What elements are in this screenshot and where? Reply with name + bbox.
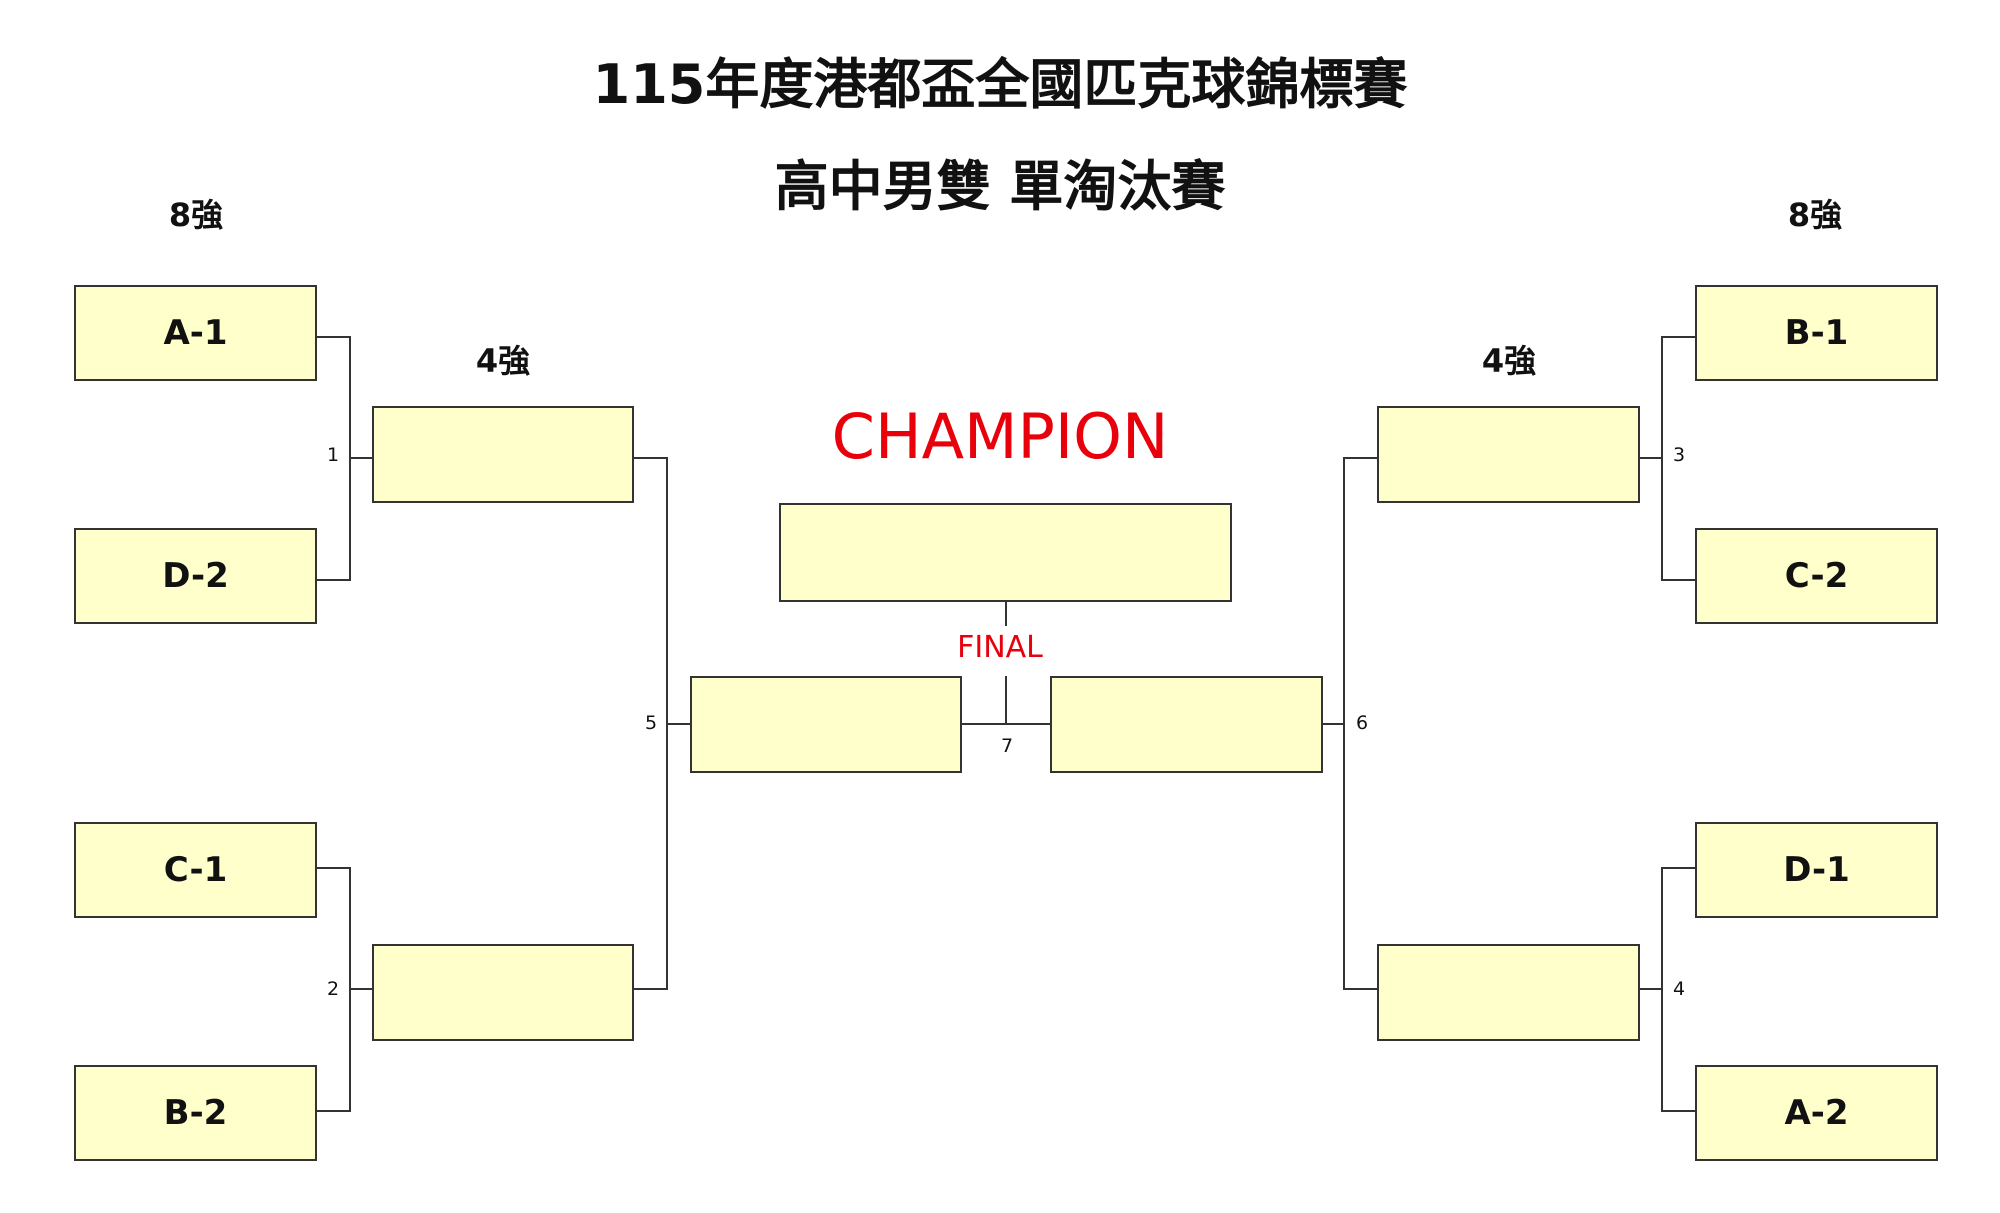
slot-final-right [1050, 676, 1323, 773]
connector [317, 1110, 351, 1112]
round-label-r4-left: 4強 [475, 342, 531, 380]
connector [634, 457, 668, 459]
connector [1661, 336, 1663, 581]
connector [634, 988, 668, 990]
slot-r4-left-1 [372, 406, 634, 503]
connector [1640, 988, 1662, 990]
match-number-3: 3 [1672, 444, 1686, 466]
slot-r8-right-3: D-1 [1695, 822, 1938, 918]
slot-r8-right-2: C-2 [1695, 528, 1938, 624]
slot-r8-right-1: B-1 [1695, 285, 1938, 381]
connector [1661, 867, 1663, 1112]
connector [1005, 602, 1007, 626]
connector [1323, 723, 1344, 725]
slot-r4-left-2 [372, 944, 634, 1041]
match-number-6: 6 [1355, 712, 1369, 734]
connector [1005, 676, 1007, 724]
tournament-title: 115年度港都盃全國匹克球錦標賽 [592, 53, 1408, 116]
match-number-5: 5 [644, 712, 658, 734]
slot-r8-left-2: D-2 [74, 528, 317, 624]
match-number-2: 2 [326, 978, 340, 1000]
connector [1661, 579, 1695, 581]
slot-r4-right-1 [1377, 406, 1640, 503]
connector [1661, 1110, 1695, 1112]
connector [1343, 457, 1377, 459]
final-label: FINAL [957, 630, 1043, 665]
slot-r8-left-1: A-1 [74, 285, 317, 381]
connector [1343, 988, 1377, 990]
slot-champion [779, 503, 1232, 602]
slot-r8-left-3: C-1 [74, 822, 317, 918]
connector [1640, 457, 1662, 459]
connector [666, 723, 690, 725]
event-subtitle: 高中男雙 單淘汰賽 [774, 155, 1226, 218]
slot-r4-right-2 [1377, 944, 1640, 1041]
round-label-r8-left: 8強 [168, 196, 224, 234]
slot-final-left [690, 676, 962, 773]
connector [1661, 867, 1695, 869]
connector [317, 867, 351, 869]
slot-r8-left-4: B-2 [74, 1065, 317, 1161]
champion-label: CHAMPION [831, 400, 1169, 473]
connector [349, 988, 372, 990]
connector [317, 579, 351, 581]
connector [962, 723, 1050, 725]
connector [1661, 336, 1695, 338]
round-label-r4-right: 4強 [1481, 342, 1537, 380]
connector [1343, 457, 1345, 990]
match-number-4: 4 [1672, 978, 1686, 1000]
match-number-1: 1 [326, 444, 340, 466]
connector [349, 457, 372, 459]
connector [317, 336, 351, 338]
round-label-r8-right: 8強 [1787, 196, 1843, 234]
slot-r8-right-4: A-2 [1695, 1065, 1938, 1161]
match-number-7: 7 [1000, 735, 1014, 757]
